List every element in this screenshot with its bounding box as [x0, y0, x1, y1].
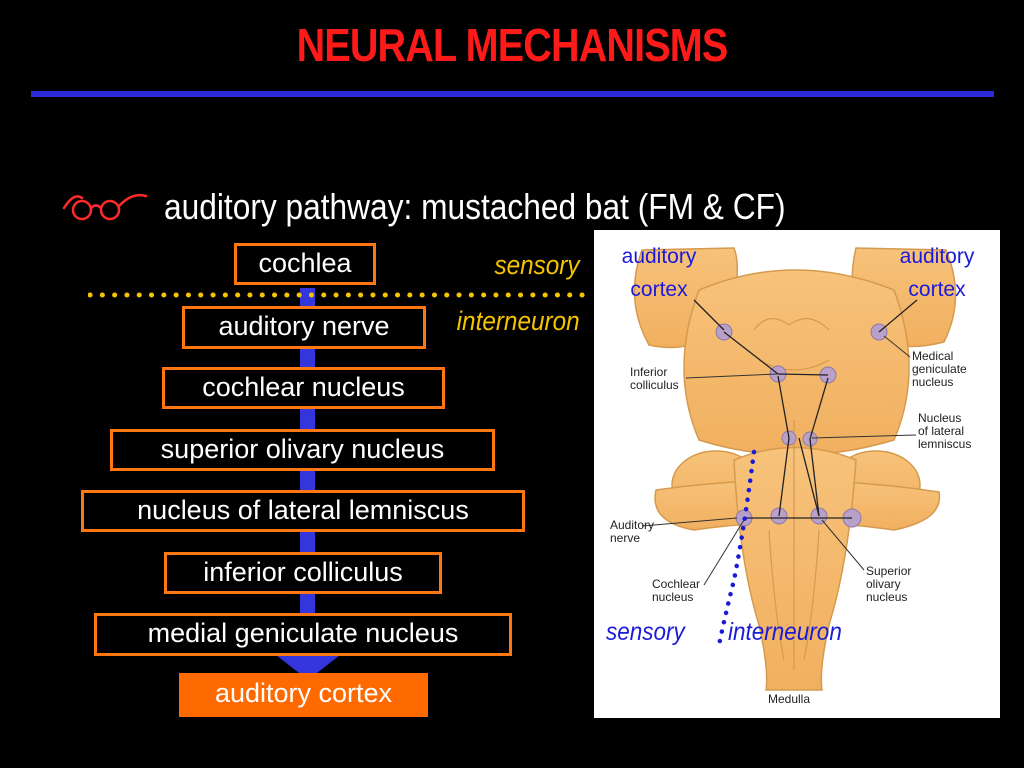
- sensory-label: sensory: [494, 250, 580, 280]
- slide-title: NEURAL MECHANISMS: [296, 19, 729, 71]
- stage-medial-geniculate-nucleus: medial geniculate nucleus: [94, 613, 512, 656]
- figure-label-auditory-cortex-left: auditory cortex: [621, 245, 697, 301]
- figure-label-inferior-colliculus: Inferior colliculus: [630, 365, 679, 392]
- figure-label-auditory-nerve: Auditory nerve: [610, 518, 655, 545]
- interneuron-label: interneuron: [457, 306, 580, 336]
- stage-cochlear-nucleus: cochlear nucleus: [162, 367, 445, 409]
- stage-nucleus-lateral-lemniscus: nucleus of lateral lemniscus: [81, 490, 525, 532]
- stage-superior-olivary-nucleus: superior olivary nucleus: [110, 429, 495, 471]
- figure-label-medulla: Medulla: [768, 692, 811, 706]
- figure-label-auditory-cortex-right: auditory cortex: [899, 245, 975, 301]
- brainstem-figure: auditory cortex auditory cortex Inferior…: [594, 230, 1000, 718]
- figure-label-interneuron: interneuron: [728, 618, 842, 646]
- stage-cochlea: cochlea: [234, 243, 376, 285]
- sensory-interneuron-divider: [88, 292, 588, 298]
- stage-inferior-colliculus: inferior colliculus: [164, 552, 442, 594]
- bullet-text: auditory pathway: mustached bat (FM & CF…: [164, 186, 786, 227]
- stage-auditory-cortex: auditory cortex: [179, 673, 428, 717]
- stage-auditory-nerve: auditory nerve: [182, 306, 426, 349]
- figure-label-lateral-lemniscus: Nucleus of lateral lemniscus: [918, 411, 972, 451]
- figure-label-medial-geniculate: Medical geniculate nucleus: [912, 349, 967, 389]
- brainstem-illustration: [633, 247, 957, 691]
- eyeglasses-icon: [62, 193, 148, 221]
- figure-label-superior-olivary: Superior olivary nucleus: [866, 564, 912, 604]
- figure-label-cochlear-nucleus: Cochlear nucleus: [652, 577, 701, 604]
- figure-label-sensory: sensory: [606, 618, 685, 646]
- title-rule: [31, 91, 994, 97]
